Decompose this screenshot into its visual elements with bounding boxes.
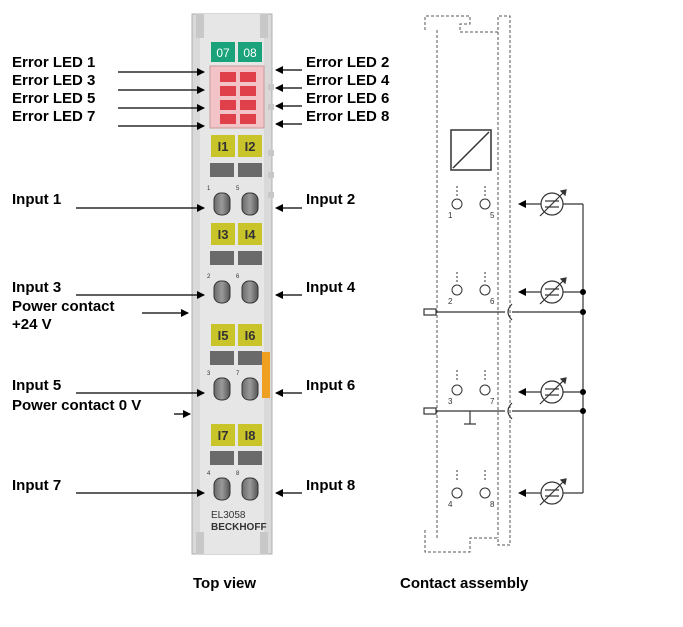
top-contact-number-5: 5 xyxy=(236,186,240,192)
caption-contact-assembly: Contact assembly xyxy=(400,575,529,592)
top-contact-number-6: 6 xyxy=(236,274,240,280)
label-input-2: Input 2 xyxy=(306,191,356,208)
label-input-5: Input 5 xyxy=(12,377,62,394)
top-contact-number-3: 3 xyxy=(207,371,211,377)
channel-label-i8: I8 xyxy=(245,428,256,443)
label-power-contact-24v-value: +24 V xyxy=(12,316,52,333)
run-led-07-label: 07 xyxy=(216,46,230,60)
contact-number-7: 7 xyxy=(490,397,495,406)
run-led-07 xyxy=(211,42,235,62)
contact-number-8: 8 xyxy=(490,500,495,509)
label-error-led-7: Error LED 7 xyxy=(12,108,96,125)
label-power-contact-0v: Power contact 0 V xyxy=(12,397,142,414)
top-contact-number-8: 8 xyxy=(236,471,240,477)
label-input-6: Input 6 xyxy=(306,377,356,394)
spring-contacts xyxy=(210,163,262,501)
channel-label-i2: I2 xyxy=(245,139,256,154)
power-contact-strip xyxy=(262,352,270,398)
label-input-3: Input 3 xyxy=(12,279,62,296)
top-contact-number-7: 7 xyxy=(236,371,240,377)
channel-label-i7: I7 xyxy=(218,428,229,443)
channel-label-i6: I6 xyxy=(245,328,256,343)
contact-number-6: 6 xyxy=(490,297,495,306)
terminal-top-view: 07 08 xyxy=(191,13,274,555)
label-error-led-3: Error LED 3 xyxy=(12,72,96,89)
contact-number-3: 3 xyxy=(448,397,453,406)
channel-label-i4: I4 xyxy=(245,227,257,242)
label-error-led-2: Error LED 2 xyxy=(306,54,390,71)
top-contact-number-4: 4 xyxy=(207,471,211,477)
caption-top-view: Top view xyxy=(193,575,257,592)
model-number: EL3058 xyxy=(211,510,246,521)
contact-number-1: 1 xyxy=(448,211,453,220)
label-error-led-5: Error LED 5 xyxy=(12,90,96,107)
label-input-7: Input 7 xyxy=(12,477,62,494)
label-error-led-4: Error LED 4 xyxy=(306,72,390,89)
brand-logo: BECKHOFF xyxy=(211,522,267,533)
contact-assembly-diagram: 1 5 2 6 3 7 4 8 xyxy=(423,15,586,553)
run-led-08 xyxy=(238,42,262,62)
right-arrows xyxy=(275,66,302,497)
channel-label-i3: I3 xyxy=(218,227,229,242)
sensor-icons xyxy=(539,189,567,506)
label-input-1: Input 1 xyxy=(12,191,62,208)
contact-number-2: 2 xyxy=(448,297,453,306)
label-input-8: Input 8 xyxy=(306,477,356,494)
channel-labels xyxy=(211,135,262,446)
channel-label-i5: I5 xyxy=(218,328,229,343)
label-error-led-1: Error LED 1 xyxy=(12,54,96,71)
contact-number-4: 4 xyxy=(448,500,453,509)
label-error-led-8: Error LED 8 xyxy=(306,108,390,125)
top-contact-number-2: 2 xyxy=(207,274,211,280)
label-error-led-6: Error LED 6 xyxy=(306,90,390,107)
left-arrows xyxy=(76,68,205,497)
label-input-4: Input 4 xyxy=(306,279,356,296)
top-contact-number-1: 1 xyxy=(207,186,211,192)
label-power-contact-24v: Power contact xyxy=(12,298,115,315)
contact-number-5: 5 xyxy=(490,211,495,220)
channel-label-i1: I1 xyxy=(218,139,229,154)
run-led-08-label: 08 xyxy=(243,46,257,60)
error-leds xyxy=(220,72,256,124)
